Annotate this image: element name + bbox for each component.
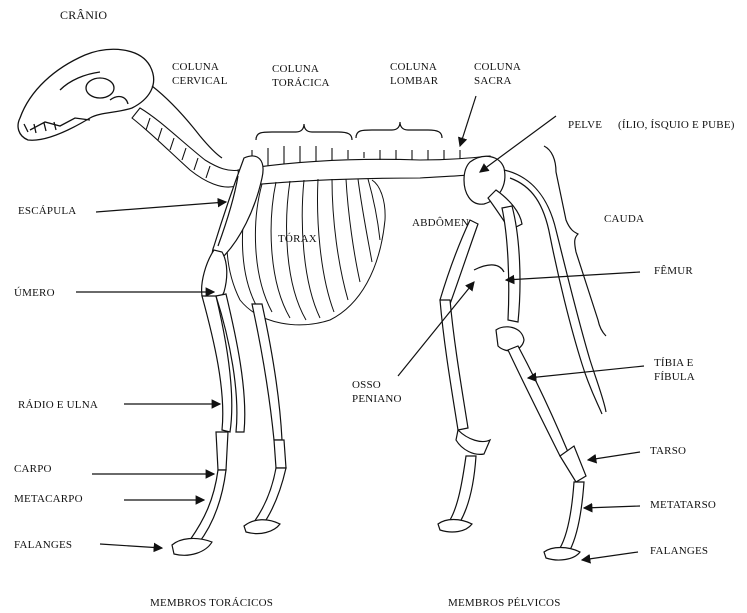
spine — [238, 146, 490, 186]
label-osso-peniano: OSSO PENIANO — [352, 378, 402, 406]
label-coluna-cervical: COLUNA CERVICAL — [172, 60, 228, 88]
label-escapula: ESCÁPULA — [18, 204, 76, 218]
label-pelve: PELVE — [568, 118, 602, 132]
escapula-pointer — [96, 202, 226, 212]
pelve-pointer — [480, 116, 556, 172]
label-metacarpo: METACARPO — [14, 492, 83, 506]
label-coluna-lombar: COLUNA LOMBAR — [390, 60, 438, 88]
label-abdomen: ABDÔMEN — [412, 216, 469, 230]
label-femur: FÊMUR — [654, 264, 693, 278]
label-umero: ÚMERO — [14, 286, 55, 300]
skull-shape — [18, 49, 154, 140]
label-tibia-fibula: TÍBIA E FÍBULA — [654, 356, 695, 384]
label-pelve-detail: (ÍLIO, ÍSQUIO E PUBE) — [618, 118, 735, 132]
label-falanges-left: FALANGES — [14, 538, 72, 552]
lumbar-brace — [356, 122, 442, 138]
osso-peniano-pointer — [398, 282, 474, 376]
label-metatarso: METATARSO — [650, 498, 716, 512]
metatarso-pointer — [584, 506, 640, 508]
falanges-right-pointer — [582, 552, 638, 560]
label-cranio: CRÂNIO — [60, 8, 107, 22]
falanges-left-pointer — [100, 544, 162, 548]
label-tarso: TARSO — [650, 444, 686, 458]
label-falanges-right: FALANGES — [650, 544, 708, 558]
thoracic-brace — [256, 124, 352, 140]
label-coluna-sacra: COLUNA SACRA — [474, 60, 521, 88]
label-carpo: CARPO — [14, 462, 52, 476]
label-membros-toracicos: MEMBROS TORÁCICOS — [150, 596, 273, 610]
sacra-pointer — [460, 96, 476, 146]
tarso-pointer — [588, 452, 640, 460]
label-cauda: CAUDA — [604, 212, 644, 226]
label-radio-ulna: RÁDIO E ULNA — [18, 398, 98, 412]
label-coluna-toracica: COLUNA TORÁCICA — [272, 62, 330, 90]
femur-pointer — [506, 272, 640, 280]
label-membros-pelvicos: MEMBROS PÉLVICOS — [448, 596, 561, 610]
label-torax: TÓRAX — [278, 232, 317, 246]
